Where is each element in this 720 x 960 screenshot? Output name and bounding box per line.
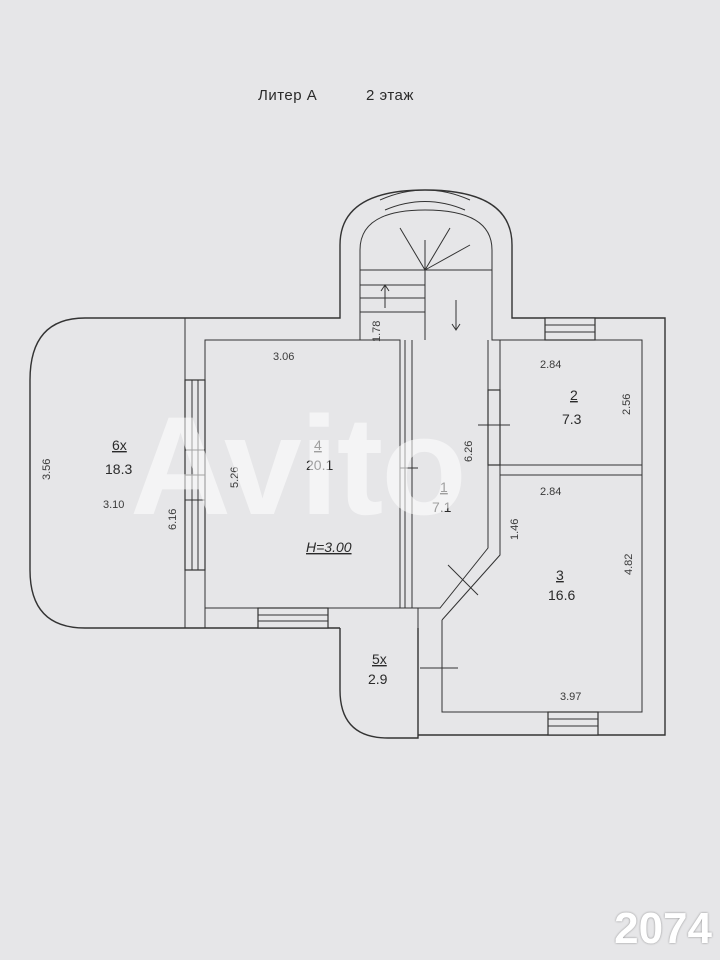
windows xyxy=(184,317,599,736)
dimension: 3.56 xyxy=(41,459,53,480)
dimension: 2.84 xyxy=(540,359,561,371)
dimension: 1.78 xyxy=(371,321,383,342)
room-area: 16.6 xyxy=(548,587,575,603)
dimension: 6.26 xyxy=(463,441,475,462)
room-area: 7.3 xyxy=(562,411,582,427)
avito-watermark: Avito xyxy=(130,387,467,544)
title-liter: Литер А xyxy=(258,87,317,104)
room-area: 18.3 xyxy=(105,461,132,477)
room-number: 4 xyxy=(314,437,322,453)
room-number: 5х xyxy=(372,651,387,667)
room-area: 20.1 xyxy=(306,457,333,473)
dimension: 6.16 xyxy=(167,509,179,530)
title-floor: 2 этаж xyxy=(366,87,414,104)
room-area: 7.1 xyxy=(432,499,452,515)
dimension: 5.26 xyxy=(229,467,241,488)
room-1: 1 7.1 xyxy=(432,479,452,515)
dimensions: 3.56 3.10 6.16 5.26 3.06 1.78 6.26 2.84 … xyxy=(41,321,635,703)
room-number: 2 xyxy=(570,387,578,403)
room-number: 3 xyxy=(556,567,564,583)
dimension: 2.56 xyxy=(621,394,633,415)
door-marks xyxy=(380,284,510,669)
dimension: 3.06 xyxy=(273,351,294,363)
dimension: 2.84 xyxy=(540,486,561,498)
ceiling-height: Н=3.00 xyxy=(306,539,352,555)
room-6x: 6х 18.3 xyxy=(105,437,132,477)
dimension: 3.10 xyxy=(103,499,124,511)
room-area: 2.9 xyxy=(368,671,388,687)
room-2: 2 7.3 xyxy=(562,387,582,427)
room-5x: 5х 2.9 xyxy=(368,651,388,687)
room-number: 6х xyxy=(112,437,127,453)
room-number: 1 xyxy=(440,479,448,495)
dimension: 1.46 xyxy=(509,519,521,540)
room-3: 3 16.6 xyxy=(548,567,575,603)
dimension: 3.97 xyxy=(560,691,581,703)
photo-id-label: 2074 xyxy=(614,904,712,953)
dimension: 4.82 xyxy=(623,554,635,575)
room-4: 4 20.1 xyxy=(306,437,333,473)
